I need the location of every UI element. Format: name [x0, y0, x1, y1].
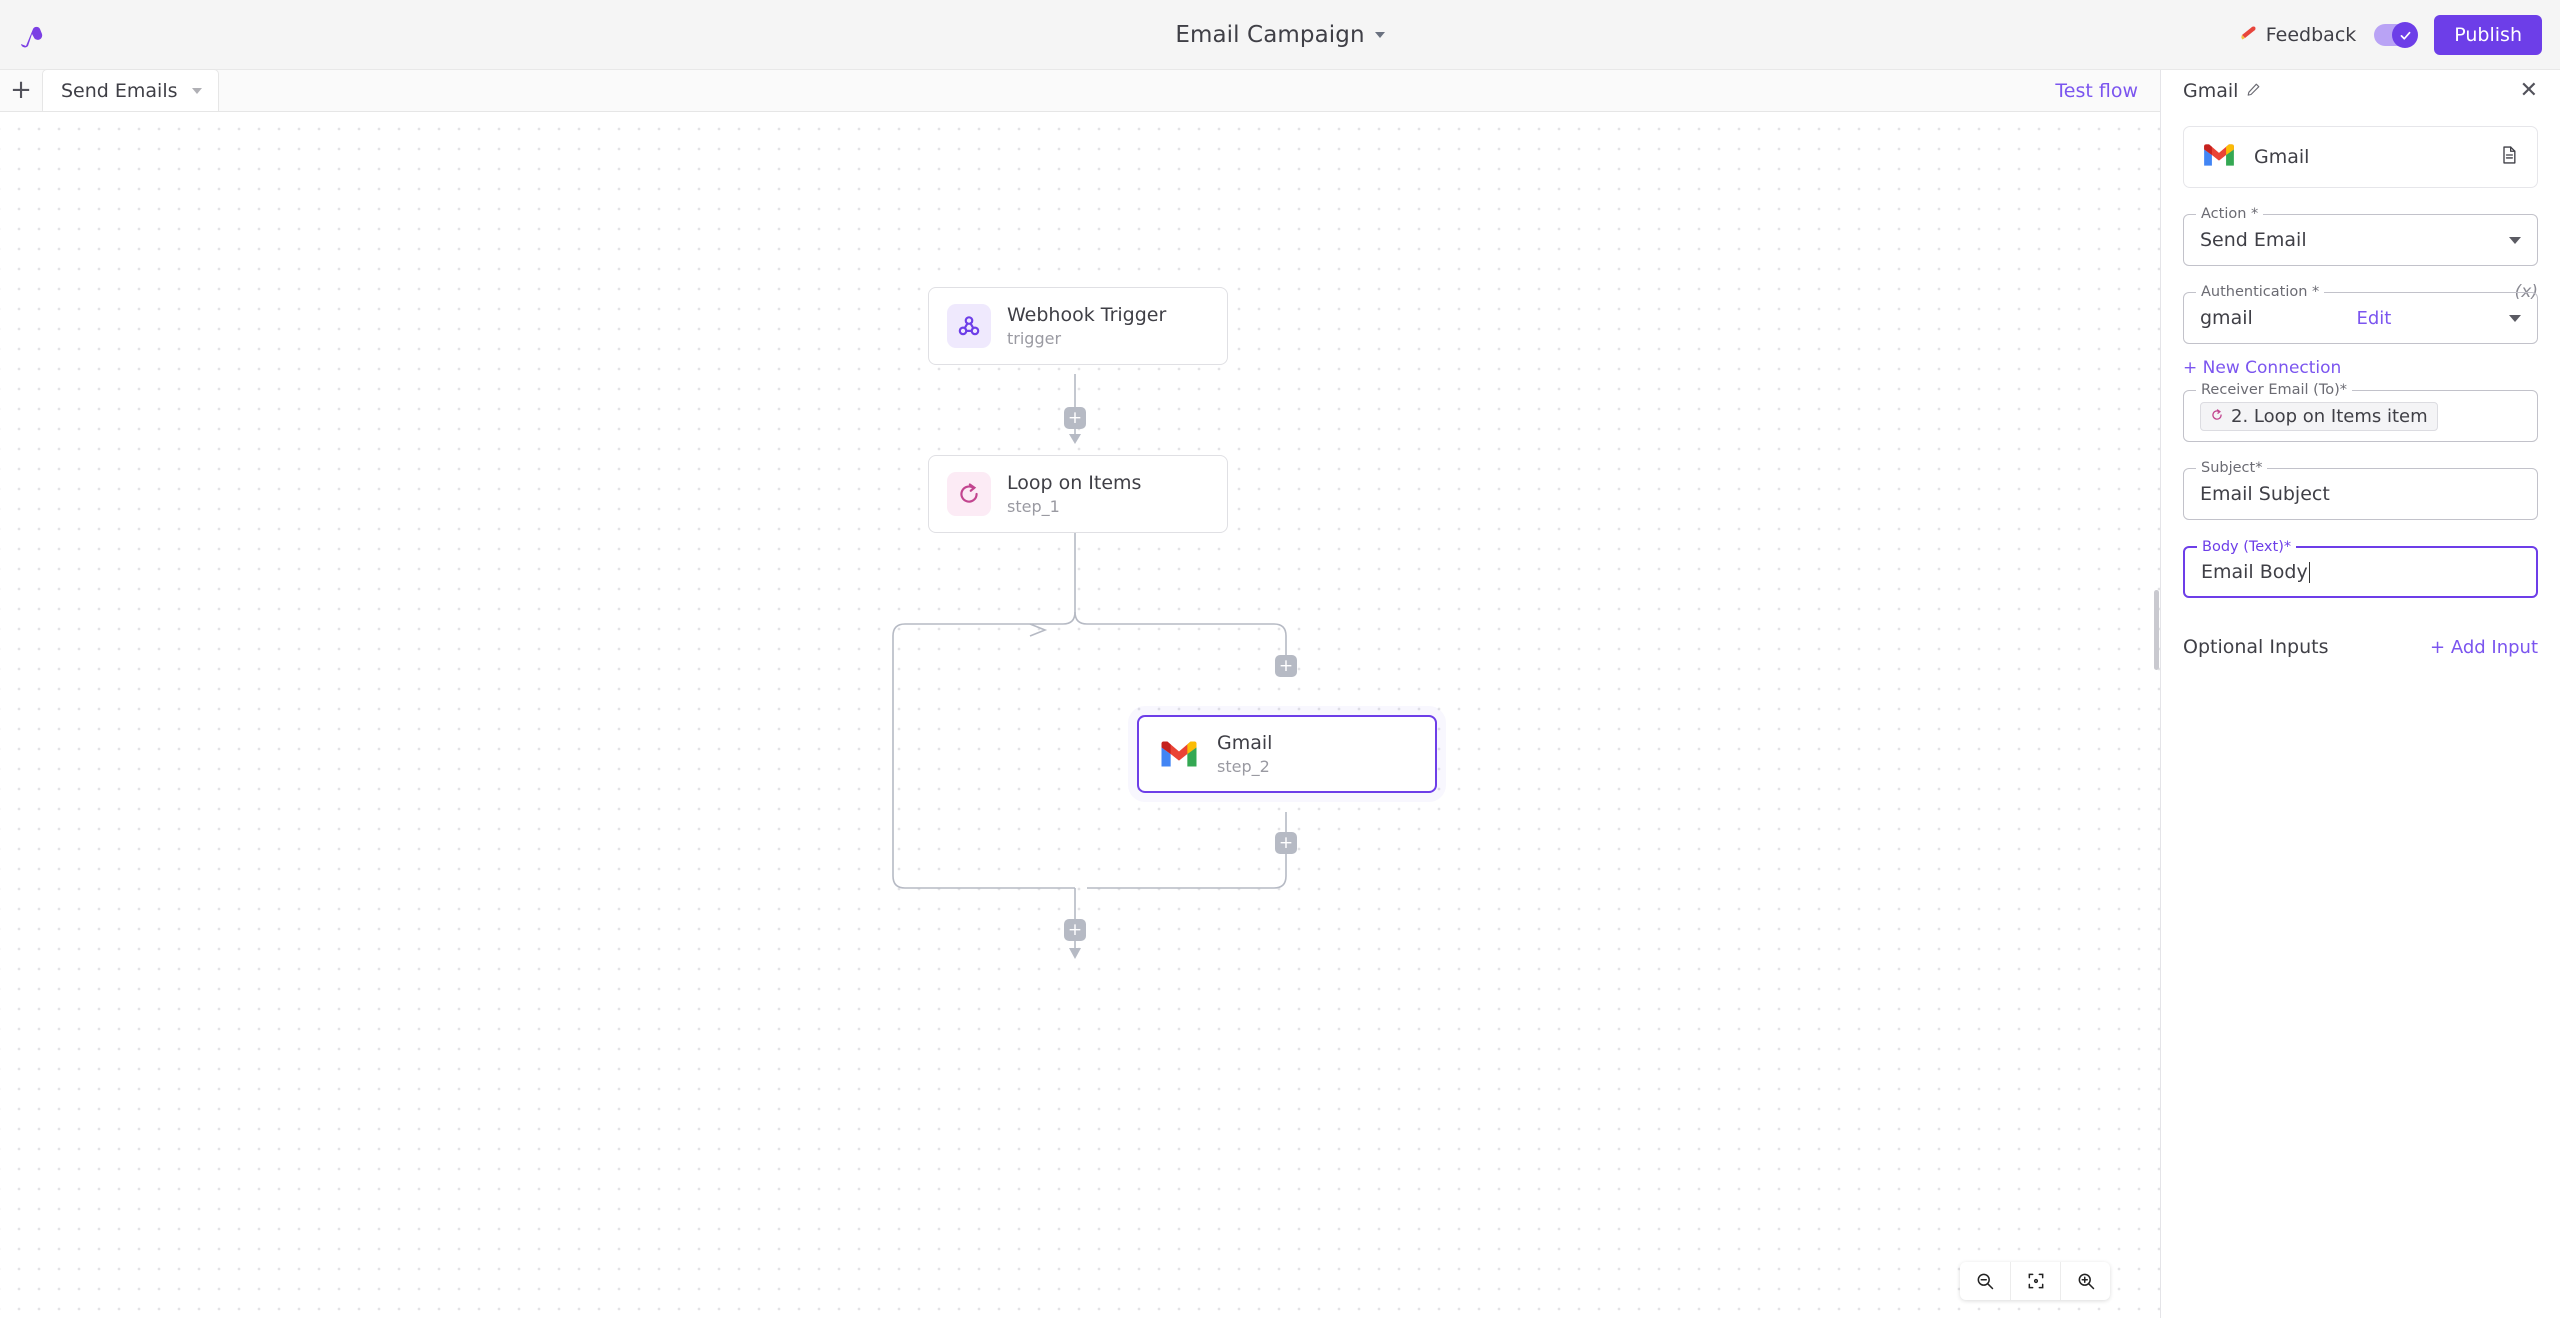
chevron-down-icon[interactable]	[2508, 314, 2521, 322]
text-cursor	[2308, 561, 2311, 583]
loop-refresh-icon	[2210, 406, 2224, 427]
new-connection-button[interactable]: + New Connection	[2183, 358, 2342, 378]
body-text-field-label: Body (Text)*	[2197, 539, 2297, 555]
node-title: Gmail	[1217, 732, 1273, 754]
optional-inputs-row: Optional Inputs + Add Input	[2183, 636, 2538, 658]
close-icon[interactable]: ✕	[2519, 78, 2538, 103]
webhook-icon	[947, 304, 991, 348]
check-icon	[2400, 31, 2411, 40]
loop-refresh-icon	[947, 472, 991, 516]
add-step-button-1[interactable]: +	[1064, 407, 1086, 429]
node-title: Webhook Trigger	[1007, 304, 1167, 326]
feedback-button[interactable]: Feedback	[2238, 23, 2356, 48]
variable-chip[interactable]: 2. Loop on Items item	[2200, 401, 2438, 431]
piece-card[interactable]: Gmail	[2183, 126, 2538, 188]
variable-chip-label: 2. Loop on Items item	[2231, 405, 2428, 427]
action-field-value: Send Email	[2200, 229, 2307, 251]
node-title: Loop on Items	[1007, 472, 1142, 494]
test-flow-button[interactable]: Test flow	[2055, 80, 2138, 102]
authentication-field[interactable]: Authentication * gmail Edit	[2183, 284, 2538, 344]
receiver-email-field[interactable]: Receiver Email (To)* 2. Loop on Items it…	[2183, 382, 2538, 442]
caret-down-icon[interactable]	[191, 87, 202, 94]
focus-frame-icon[interactable]	[2010, 1262, 2060, 1300]
authentication-field-value: gmail	[2200, 307, 2253, 329]
canvas-node-gmail[interactable]: Gmail step_2	[1137, 715, 1437, 793]
publish-toggle[interactable]	[2374, 22, 2419, 48]
tab-label: Send Emails	[61, 79, 178, 102]
chevron-down-icon[interactable]	[2509, 236, 2521, 244]
chevron-down-icon[interactable]	[1374, 32, 1385, 38]
action-field-label: Action *	[2196, 206, 2264, 222]
flow-title-text: Email Campaign	[1175, 22, 1365, 48]
canvas-node-loop[interactable]: Loop on Items step_1	[928, 455, 1228, 533]
panel-scrollbar[interactable]	[2154, 590, 2159, 670]
body-text-field[interactable]: Body (Text)* Email Body	[2183, 539, 2538, 598]
magnifier-plus-icon[interactable]	[2060, 1262, 2110, 1300]
panel-title-text: Gmail	[2183, 80, 2239, 102]
activepieces-logo-icon[interactable]	[12, 16, 52, 56]
megaphone-icon	[2238, 23, 2258, 48]
subject-field-label: Subject*	[2196, 460, 2268, 476]
flow-edges	[892, 374, 1287, 959]
node-subtitle: step_1	[1007, 497, 1060, 516]
receiver-email-field-label: Receiver Email (To)*	[2196, 382, 2353, 398]
node-subtitle: step_2	[1217, 757, 1270, 776]
piece-name: Gmail	[2254, 146, 2310, 168]
tab-strip: + Send Emails Test flow	[0, 69, 2160, 112]
edit-connection-button[interactable]: Edit	[2356, 307, 2392, 329]
publish-button[interactable]: Publish	[2434, 15, 2542, 55]
gmail-icon	[2202, 142, 2236, 172]
body-text-field-value: Email Body	[2201, 561, 2308, 583]
toggle-knob	[2392, 22, 2419, 48]
feedback-label: Feedback	[2265, 24, 2357, 46]
add-input-button[interactable]: + Add Input	[2430, 636, 2538, 658]
document-icon[interactable]	[2499, 145, 2519, 169]
panel-body: Gmail Action * Send Email (x) Authentica…	[2161, 112, 2560, 658]
canvas-node-trigger[interactable]: Webhook Trigger trigger	[928, 287, 1228, 365]
tab-send-emails[interactable]: Send Emails	[42, 69, 219, 111]
step-settings-panel: Gmail ✕ Gmail	[2154, 70, 2560, 1318]
flow-title[interactable]: Email Campaign	[0, 0, 2560, 70]
optional-inputs-label: Optional Inputs	[2183, 636, 2329, 658]
action-field[interactable]: Action * Send Email	[2183, 206, 2538, 266]
top-bar: Email Campaign Feedback Publish	[0, 0, 2560, 70]
authentication-field-label: Authentication *	[2196, 284, 2325, 300]
zoom-controls	[1960, 1262, 2110, 1300]
plus-icon[interactable]: +	[10, 75, 32, 105]
flow-canvas[interactable]: Webhook Trigger trigger Loop on Items st…	[0, 112, 2160, 1318]
gmail-icon	[1157, 732, 1201, 776]
subject-field-value: Email Subject	[2200, 483, 2330, 505]
node-subtitle: trigger	[1007, 329, 1062, 348]
subject-field[interactable]: Subject* Email Subject	[2183, 460, 2538, 520]
pencil-icon[interactable]	[2246, 80, 2261, 102]
add-step-button-4[interactable]: +	[1064, 919, 1086, 941]
add-step-button-3[interactable]: +	[1275, 832, 1297, 854]
add-step-button-2[interactable]: +	[1275, 655, 1297, 677]
panel-header: Gmail ✕	[2161, 70, 2560, 112]
top-bar-actions: Feedback Publish	[2238, 0, 2542, 70]
magnifier-minus-icon[interactable]	[1960, 1262, 2010, 1300]
